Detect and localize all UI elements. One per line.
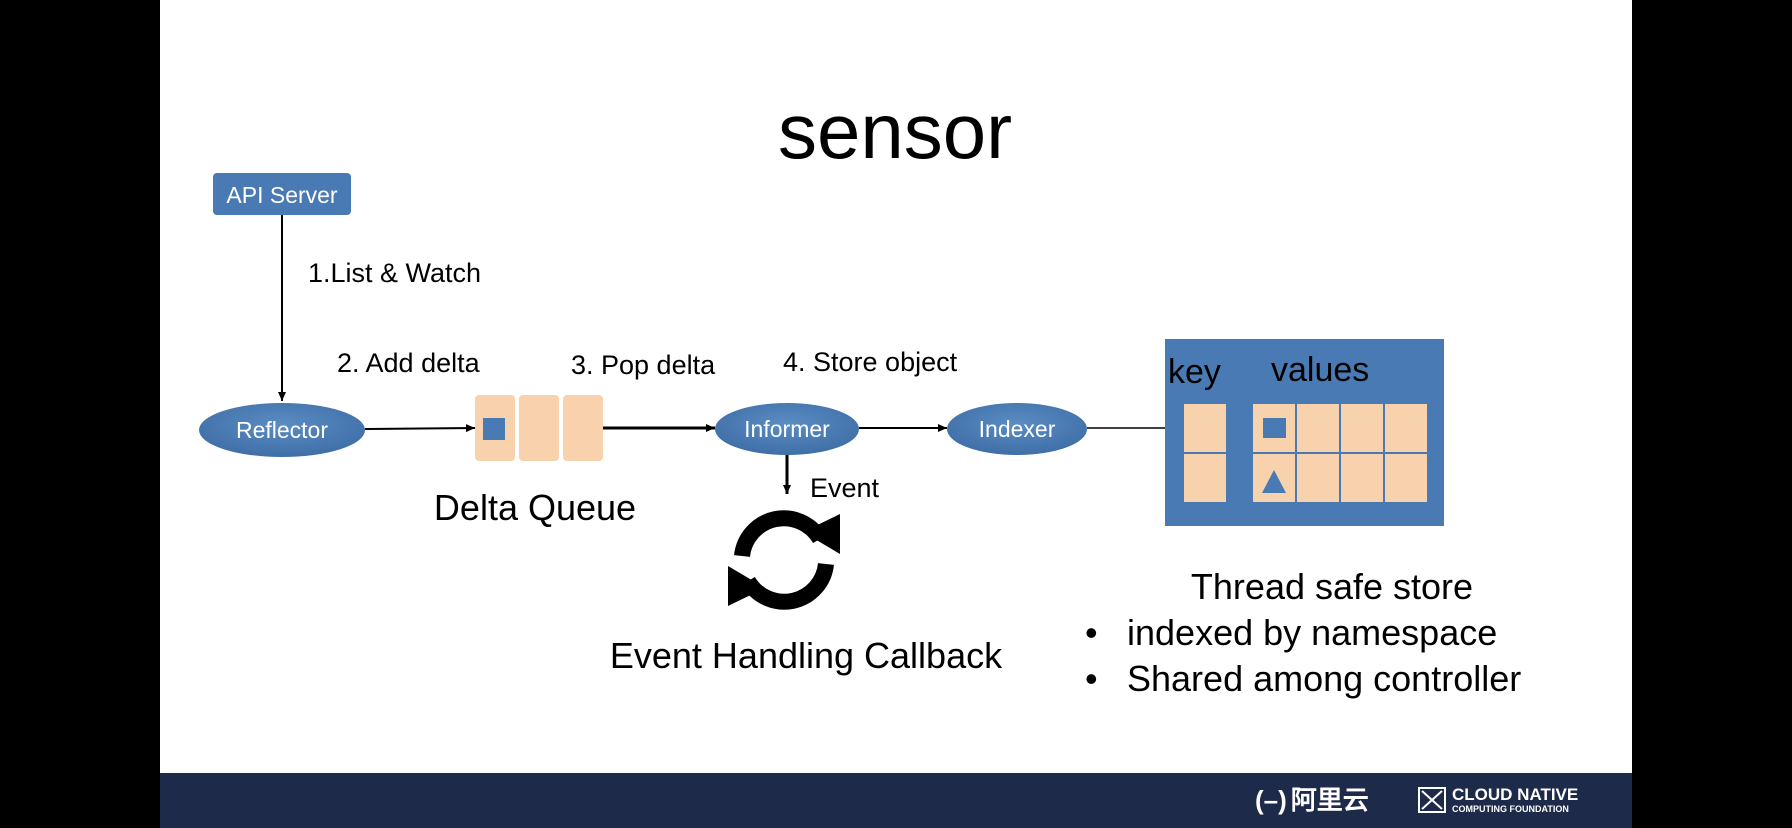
bullet-dot: • <box>1085 658 1098 699</box>
diagram: sensor API Server 1.List & Watch Reflect… <box>199 87 1521 699</box>
cncf-logo-text: CLOUD NATIVE COMPUTING FOUNDATION <box>1452 785 1579 815</box>
store-key-cell <box>1184 454 1226 502</box>
store-value-cell <box>1297 454 1339 502</box>
aliyun-logo: (–)阿里云 <box>1255 786 1369 814</box>
store-object-label: 4. Store object <box>783 347 958 377</box>
store-values-header: values <box>1271 351 1369 389</box>
informer-node <box>715 403 859 455</box>
refresh-icon <box>728 510 840 610</box>
cncf-logo-line2: COMPUTING FOUNDATION <box>1452 804 1569 814</box>
store-value-cell <box>1385 404 1427 452</box>
square-icon <box>483 418 505 440</box>
footer-bar <box>160 773 1632 828</box>
slide: sensor API Server 1.List & Watch Reflect… <box>160 0 1632 828</box>
store-value-cell <box>1341 404 1383 452</box>
indexer-label: Indexer <box>979 416 1056 442</box>
delta-queue-label: Delta Queue <box>434 487 636 528</box>
aliyun-logo-text: 阿里云 <box>1290 785 1369 815</box>
api-server-label: API Server <box>226 182 338 208</box>
store-value-cell <box>1341 454 1383 502</box>
delta-queue-cell <box>519 395 559 461</box>
cncf-logo-icon <box>1418 787 1446 813</box>
store-value-cell <box>1385 454 1427 502</box>
store-bullet-1: indexed by namespace <box>1127 612 1497 653</box>
cncf-logo-line1: CLOUD NATIVE <box>1452 785 1579 804</box>
store-caption: Thread safe store <box>1191 566 1473 607</box>
delta-queue-cell <box>563 395 603 461</box>
pop-delta-label: 3. Pop delta <box>571 350 716 380</box>
informer-label: Informer <box>744 416 830 442</box>
bullet-dot: • <box>1085 612 1098 653</box>
square-icon <box>1263 418 1286 438</box>
store-key-header: key <box>1168 353 1221 391</box>
store-value-cell <box>1297 404 1339 452</box>
store-key-cell <box>1184 404 1226 452</box>
event-label: Event <box>810 473 880 503</box>
add-delta-label: 2. Add delta <box>337 348 481 378</box>
callback-label: Event Handling Callback <box>610 635 1003 676</box>
slide-title: sensor <box>778 87 1012 175</box>
aliyun-logo-icon: (–) <box>1255 785 1287 815</box>
indexer-node <box>947 403 1087 455</box>
triangle-icon <box>1262 470 1286 493</box>
reflector-node <box>199 403 365 457</box>
store-bullet-2: Shared among controller <box>1127 658 1521 699</box>
reflector-label: Reflector <box>236 417 328 443</box>
api-server-node <box>213 173 351 215</box>
add-delta-arrow <box>364 424 476 433</box>
list-watch-label: 1.List & Watch <box>308 258 481 288</box>
